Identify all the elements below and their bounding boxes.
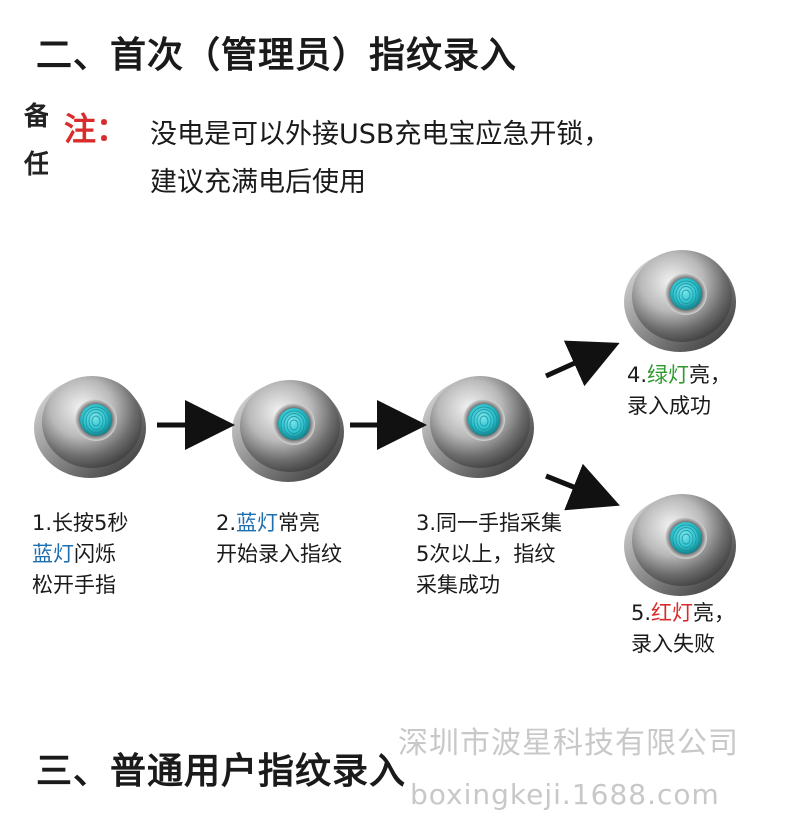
step-4-caption: 4.绿灯亮， 录入成功 <box>627 363 732 418</box>
clipped-text: 备 <box>24 102 48 132</box>
step-1-caption: 1.长按5秒 蓝灯闪烁 松开手指 <box>32 511 129 597</box>
clipped-text: 任 <box>24 150 48 180</box>
note-line: 没电是可以外接USB充电宝应急开锁， <box>150 119 611 150</box>
step-5-caption: 5.红灯亮， 录入失败 <box>631 601 736 656</box>
blue-light-label: 蓝灯 <box>32 542 74 566</box>
watermark-url: boxingkeji.1688.com <box>410 778 720 811</box>
red-light-label: 红灯 <box>651 601 694 625</box>
note-label: 注： <box>64 110 129 148</box>
note-line: 建议充满电后使用 <box>150 167 366 198</box>
section-heading-user-enroll: 三、普通用户指纹录入 <box>36 751 407 792</box>
step-3-caption: 3.同一手指采集 5次以上，指纹 采集成功 <box>416 511 563 597</box>
watermark-company: 深圳市波星科技有限公司 <box>398 726 739 761</box>
blue-light-label: 蓝灯 <box>236 511 279 535</box>
arrow-right-icon <box>545 463 620 511</box>
section-heading-admin-enroll: 二、首次（管理员）指纹录入 <box>36 35 518 76</box>
arrow-right-icon <box>544 340 620 387</box>
step-2-caption: 2.蓝灯常亮 开始录入指纹 <box>216 511 342 566</box>
green-light-label: 绿灯 <box>647 363 690 387</box>
